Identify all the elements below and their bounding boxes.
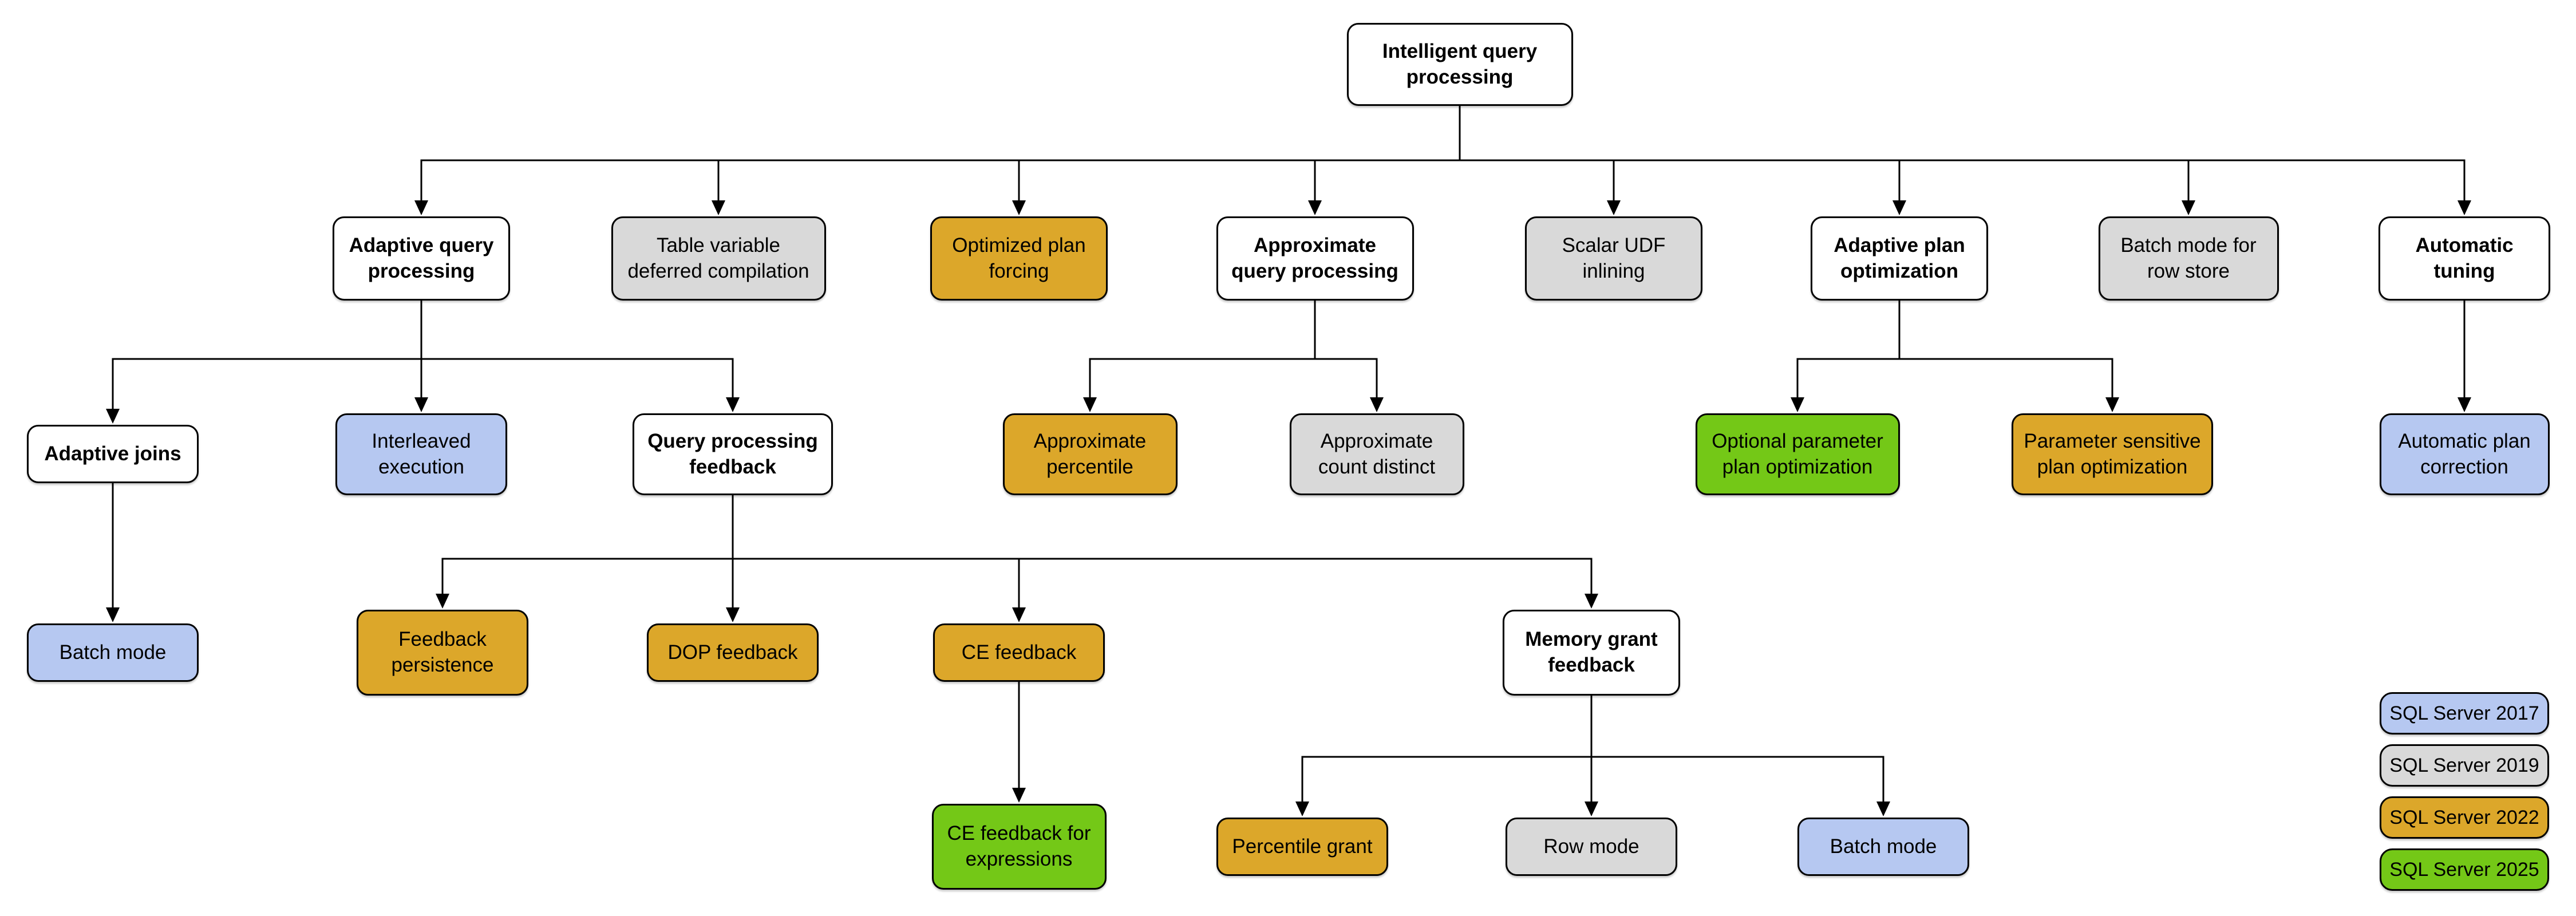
node-batch-mode-for-row-store: Batch mode for row store bbox=[2098, 216, 2279, 301]
node-label: Adaptive joins bbox=[44, 442, 181, 465]
arrowhead-icon bbox=[414, 397, 428, 412]
node-approximate-query-processing: Approximate query processing bbox=[1216, 216, 1414, 301]
node-memory-grant-feedback: Memory grant feedback bbox=[1503, 610, 1680, 696]
node-label: DOP feedback bbox=[667, 641, 798, 664]
node-label: Parameter sensitive plan optimization bbox=[2024, 429, 2201, 478]
arrowhead-icon bbox=[1308, 200, 1322, 215]
node-label: Interleaved execution bbox=[372, 429, 471, 478]
arrowhead-icon bbox=[726, 397, 740, 412]
connector-group-intelligent-query-processing bbox=[414, 106, 2471, 215]
node-label: Memory grant feedback bbox=[1525, 628, 1658, 676]
node-label: Adaptive plan optimization bbox=[1834, 234, 1965, 282]
node-optional-parameter-plan-optimization: Optional parameter plan optimization bbox=[1695, 413, 1900, 495]
arrowhead-icon bbox=[1791, 397, 1804, 412]
node-intelligent-query-processing: Intelligent query processing bbox=[1346, 23, 1573, 106]
node-label: Approximate query processing bbox=[1231, 234, 1398, 282]
node-label: Table variable deferred compilation bbox=[627, 234, 809, 282]
node-percentile-grant: Percentile grant bbox=[1216, 818, 1388, 876]
arrowhead-icon bbox=[1012, 200, 1026, 215]
connector-group-automatic-tuning bbox=[2458, 301, 2471, 412]
node-label: Adaptive query processing bbox=[349, 234, 494, 282]
arrowhead-icon bbox=[1295, 802, 1309, 816]
node-parameter-sensitive-plan-optimization: Parameter sensitive plan optimization bbox=[2012, 413, 2213, 495]
connector-group-query-processing-feedback bbox=[436, 495, 1598, 622]
node-query-processing-feedback: Query processing feedback bbox=[633, 413, 833, 495]
node-label: Scalar UDF inlining bbox=[1562, 234, 1666, 282]
node-label: Approximate count distinct bbox=[1318, 429, 1436, 478]
arrowhead-icon bbox=[436, 594, 449, 609]
legend-item-sql2022: SQL Server 2022 bbox=[2380, 796, 2549, 839]
node-adaptive-plan-optimization: Adaptive plan optimization bbox=[1811, 216, 1988, 301]
connector-group-ce-feedback bbox=[1012, 682, 1026, 803]
node-label: Automatic tuning bbox=[2415, 234, 2514, 282]
node-row-mode: Row mode bbox=[1506, 818, 1677, 876]
connector-group-adaptive-query-processing bbox=[106, 301, 740, 424]
arrowhead-icon bbox=[1607, 200, 1621, 215]
node-batch-mode-adaptive-joins: Batch mode bbox=[27, 623, 199, 682]
node-label: CE feedback for expressions bbox=[947, 822, 1091, 870]
node-dop-feedback: DOP feedback bbox=[647, 623, 819, 682]
node-label: Optimized plan forcing bbox=[952, 234, 1086, 282]
legend-item-sql2025: SQL Server 2025 bbox=[2380, 848, 2549, 891]
node-approximate-percentile: Approximate percentile bbox=[1002, 413, 1178, 495]
arrowhead-icon bbox=[1585, 594, 1598, 609]
arrowhead-icon bbox=[2105, 397, 2119, 412]
node-label: Percentile grant bbox=[1232, 835, 1373, 858]
node-adaptive-joins: Adaptive joins bbox=[27, 425, 199, 483]
node-label: Approximate percentile bbox=[1033, 429, 1147, 478]
arrowhead-icon bbox=[2458, 397, 2471, 412]
legend-item-sql2019: SQL Server 2019 bbox=[2380, 744, 2549, 787]
connector-group-approximate-query-processing bbox=[1083, 301, 1384, 412]
connector-group-adaptive-joins bbox=[106, 483, 120, 622]
arrowhead-icon bbox=[414, 200, 428, 215]
node-approximate-count-distinct: Approximate count distinct bbox=[1289, 413, 1464, 495]
arrowhead-icon bbox=[1012, 607, 1026, 622]
arrowhead-icon bbox=[1370, 397, 1384, 412]
node-feedback-persistence: Feedback persistence bbox=[357, 610, 528, 696]
arrowhead-icon bbox=[106, 409, 120, 424]
node-ce-feedback-for-expressions: CE feedback for expressions bbox=[931, 804, 1107, 890]
arrowhead-icon bbox=[1876, 802, 1890, 816]
node-label: Intelligent query processing bbox=[1382, 40, 1538, 88]
connector-group-memory-grant-feedback bbox=[1295, 696, 1890, 816]
arrowhead-icon bbox=[1012, 788, 1026, 803]
node-automatic-tuning: Automatic tuning bbox=[2379, 216, 2550, 301]
arrowhead-icon bbox=[726, 607, 740, 622]
node-scalar-udf-inlining: Scalar UDF inlining bbox=[1525, 216, 1702, 301]
node-label: Batch mode bbox=[59, 641, 167, 664]
node-automatic-plan-correction: Automatic plan correction bbox=[2379, 413, 2550, 495]
node-batch-mode-memory-grant: Batch mode bbox=[1797, 818, 1969, 876]
node-table-variable-deferred-compilation: Table variable deferred compilation bbox=[611, 216, 826, 301]
node-optimized-plan-forcing: Optimized plan forcing bbox=[930, 216, 1108, 301]
arrowhead-icon bbox=[2182, 200, 2195, 215]
arrowhead-icon bbox=[1083, 397, 1097, 412]
arrowhead-icon bbox=[2458, 200, 2471, 215]
node-label: Batch mode for row store bbox=[2120, 234, 2257, 282]
node-interleaved-execution: Interleaved execution bbox=[335, 413, 507, 495]
node-label: Query processing feedback bbox=[647, 429, 818, 478]
arrowhead-icon bbox=[1585, 802, 1598, 816]
node-label: Batch mode bbox=[1830, 835, 1937, 858]
node-ce-feedback: CE feedback bbox=[933, 623, 1105, 682]
node-label: Automatic plan correction bbox=[2398, 429, 2531, 478]
node-label: Row mode bbox=[1543, 835, 1639, 858]
connector-group-adaptive-plan-optimization bbox=[1791, 301, 2119, 412]
arrowhead-icon bbox=[1893, 200, 1906, 215]
node-label: CE feedback bbox=[961, 641, 1077, 664]
arrowhead-icon bbox=[712, 200, 725, 215]
node-label: Optional parameter plan optimization bbox=[1712, 429, 1883, 478]
node-label: Feedback persistence bbox=[391, 628, 494, 676]
node-adaptive-query-processing: Adaptive query processing bbox=[333, 216, 510, 301]
legend-item-sql2017: SQL Server 2017 bbox=[2380, 692, 2549, 735]
arrowhead-icon bbox=[106, 607, 120, 622]
